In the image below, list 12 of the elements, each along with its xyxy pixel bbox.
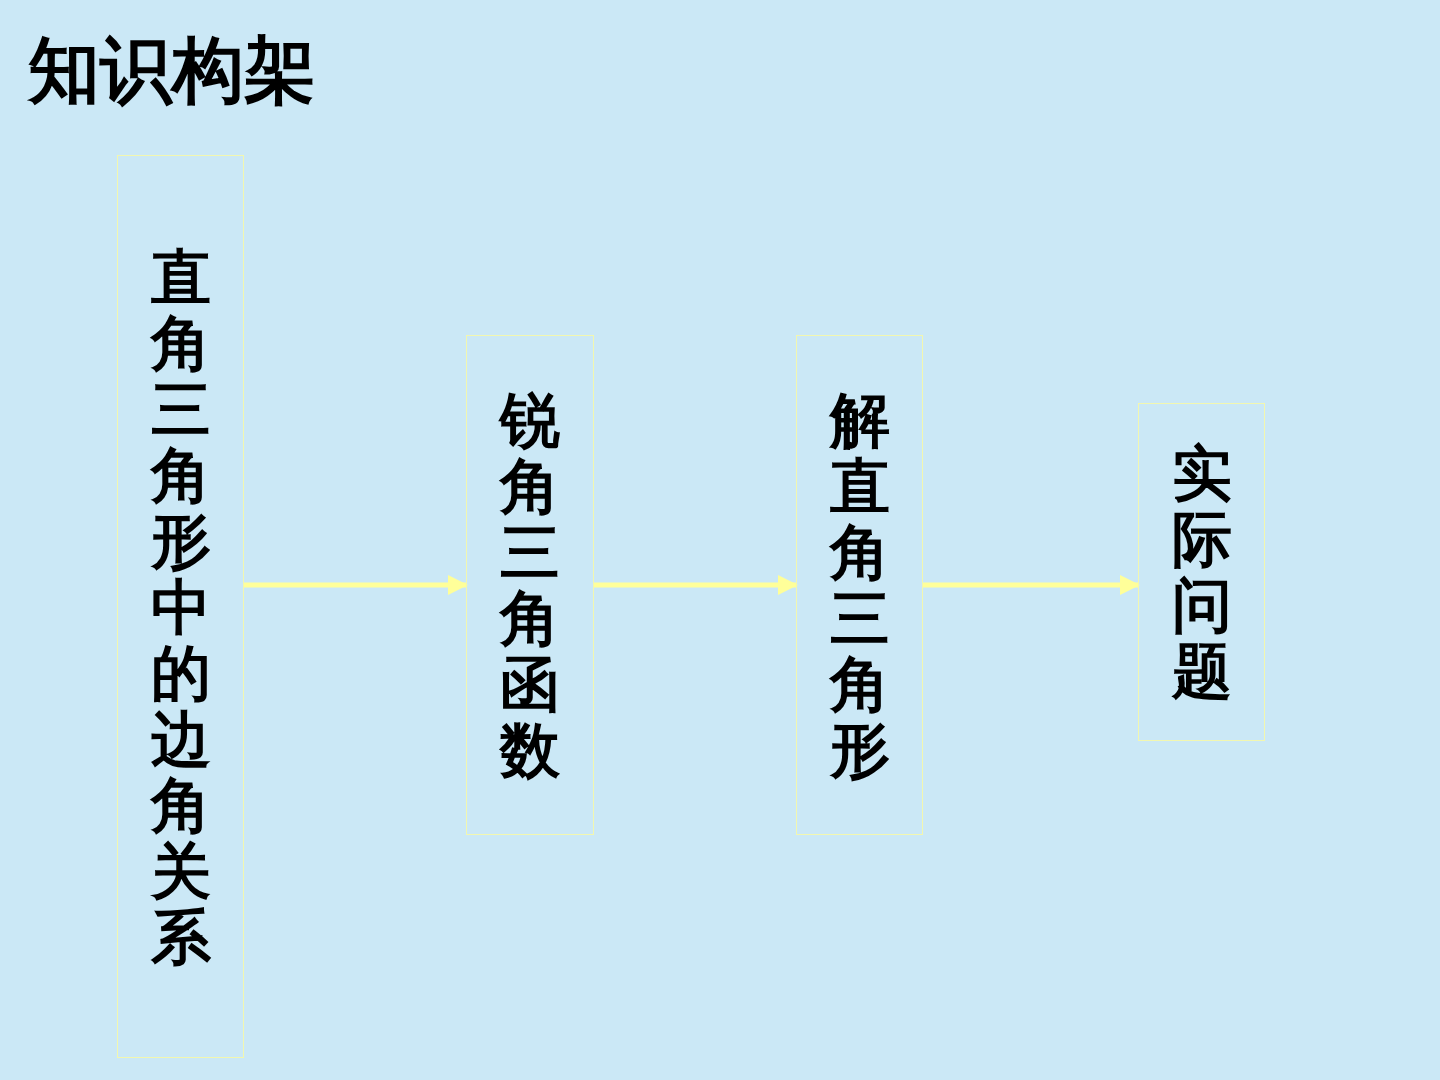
vertical-label: 锐角三角函数 bbox=[500, 387, 560, 783]
vertical-label: 实际问题 bbox=[1171, 440, 1232, 704]
process-box bbox=[117, 155, 244, 1058]
vertical-label: 直角三角形中的边角关系 bbox=[150, 243, 211, 970]
title: 知识构架 bbox=[28, 34, 316, 106]
process-box bbox=[466, 335, 594, 835]
arrow bbox=[594, 575, 798, 595]
arrow bbox=[244, 575, 468, 595]
arrow bbox=[923, 575, 1140, 595]
process-box bbox=[796, 335, 923, 835]
vertical-label: 解直角三角形 bbox=[829, 387, 890, 783]
process-box bbox=[1138, 403, 1265, 741]
